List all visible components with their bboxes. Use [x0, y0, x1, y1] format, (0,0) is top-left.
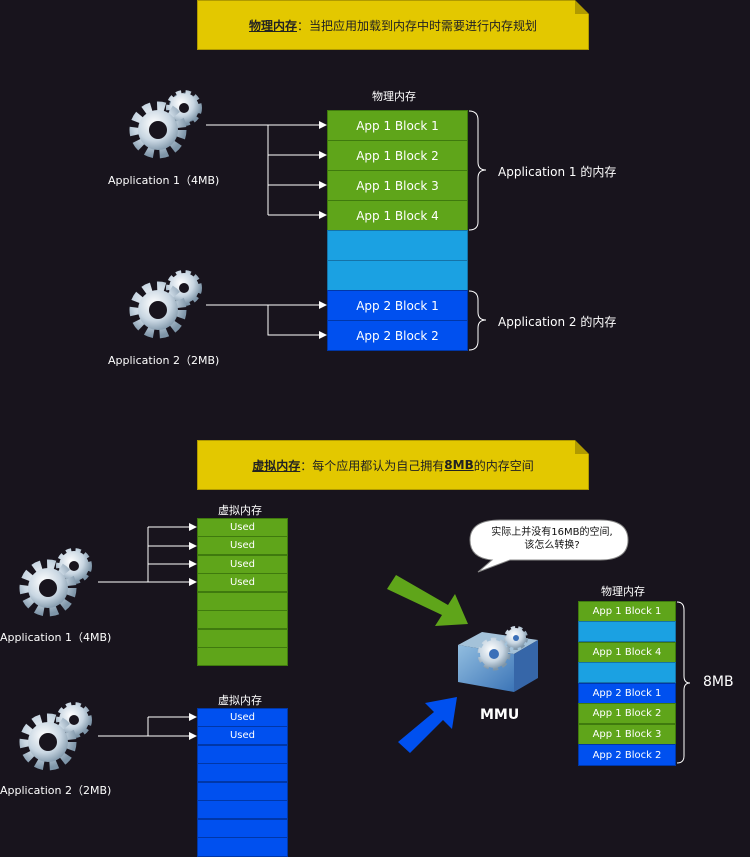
speech-line-1: 实际上并没有16MB的空间, [491, 527, 613, 538]
vmem-block [197, 837, 288, 857]
gear-icon-app2 [129, 270, 202, 339]
app1-label: Application 1（4MB) [108, 174, 220, 187]
mmu-label: MMU [480, 707, 520, 723]
blue-arrow [398, 697, 457, 753]
phys2-block: App 1 Block 4 [578, 642, 676, 663]
phys2-block: App 2 Block 1 [578, 683, 676, 704]
app2-label: Application 2（2MB) [108, 354, 220, 367]
vmem-block: Used [197, 518, 288, 537]
app2-memory-label: Application 2 的内存 [498, 315, 617, 329]
vmem-block [197, 647, 288, 666]
vmem-block [197, 629, 288, 648]
note-key: 物理内存 [248, 18, 297, 33]
phys2-block-free [578, 621, 676, 642]
phys2-block: App 1 Block 2 [578, 703, 676, 724]
note-highlight: 8MB [444, 458, 474, 472]
speech-text: 实际上并没有16MB的空间, 该怎么转换? [478, 526, 626, 552]
vmem-block [197, 782, 288, 801]
phys-block: App 1 Block 3 [327, 170, 468, 201]
phys2-block: App 2 Block 2 [578, 744, 676, 766]
vmem-block [197, 800, 288, 819]
phys2-block: App 1 Block 3 [578, 724, 676, 745]
phys2-block: App 1 Block 1 [578, 601, 676, 622]
gear-icon-app1 [129, 90, 202, 159]
note-text: ：当把应用加载到内存中时需要进行内存规划 [297, 18, 538, 33]
vmem-block [197, 592, 288, 611]
note-text: ：每个应用都认为自己拥有 [300, 458, 445, 473]
physical-memory-note: 物理内存：当把应用加载到内存中时需要进行内存规划 [197, 0, 589, 50]
vmem-block: Used [197, 573, 288, 592]
physical-memory-title: 物理内存 [372, 90, 416, 103]
vmem-block: Used [197, 708, 288, 727]
mmu-cube-icon [458, 626, 538, 692]
virtual-memory-column-1: Used Used Used Used [197, 518, 288, 666]
app1-label-virtual: Application 1（4MB) [0, 631, 112, 644]
vmem-block [197, 745, 288, 764]
app2-label-virtual: Application 2（2MB) [0, 784, 112, 797]
gear-icon-app2-virtual [19, 702, 92, 771]
vmem-block [197, 819, 288, 838]
phys-block: App 1 Block 2 [327, 140, 468, 171]
phys2-block-free [578, 662, 676, 683]
physical-memory-title-2: 物理内存 [601, 585, 645, 598]
virtual-memory-title-1: 虚拟内存 [218, 504, 262, 517]
top-connectors [206, 110, 487, 351]
vmem-block [197, 763, 288, 782]
vmem-block: Used [197, 536, 288, 555]
phys-block: App 2 Block 2 [327, 320, 468, 351]
note-key: 虚拟内存 [252, 458, 301, 473]
vmem-block: Used [197, 726, 288, 745]
phys-block-free [327, 230, 468, 261]
app1-memory-label: Application 1 的内存 [498, 165, 617, 179]
size-label: 8MB [703, 674, 734, 690]
virtual-memory-column-2: Used Used [197, 708, 288, 857]
physical-memory-column: App 1 Block 1 App 1 Block 2 App 1 Block … [327, 110, 468, 351]
green-arrow [387, 575, 468, 626]
speech-line-2: 该怎么转换? [524, 540, 580, 551]
vmem-block [197, 610, 288, 629]
gear-icon-app1-virtual [19, 548, 92, 617]
speech-bubble [469, 519, 629, 573]
virtual-memory-title-2: 虚拟内存 [218, 694, 262, 707]
note-text-end: 的内存空间 [473, 458, 534, 473]
phys-block-free [327, 260, 468, 291]
vmem-block: Used [197, 555, 288, 574]
phys-block: App 1 Block 4 [327, 200, 468, 231]
phys-block: App 1 Block 1 [327, 110, 468, 141]
physical-memory-column-2: App 1 Block 1 App 1 Block 4 App 2 Block … [578, 601, 676, 766]
